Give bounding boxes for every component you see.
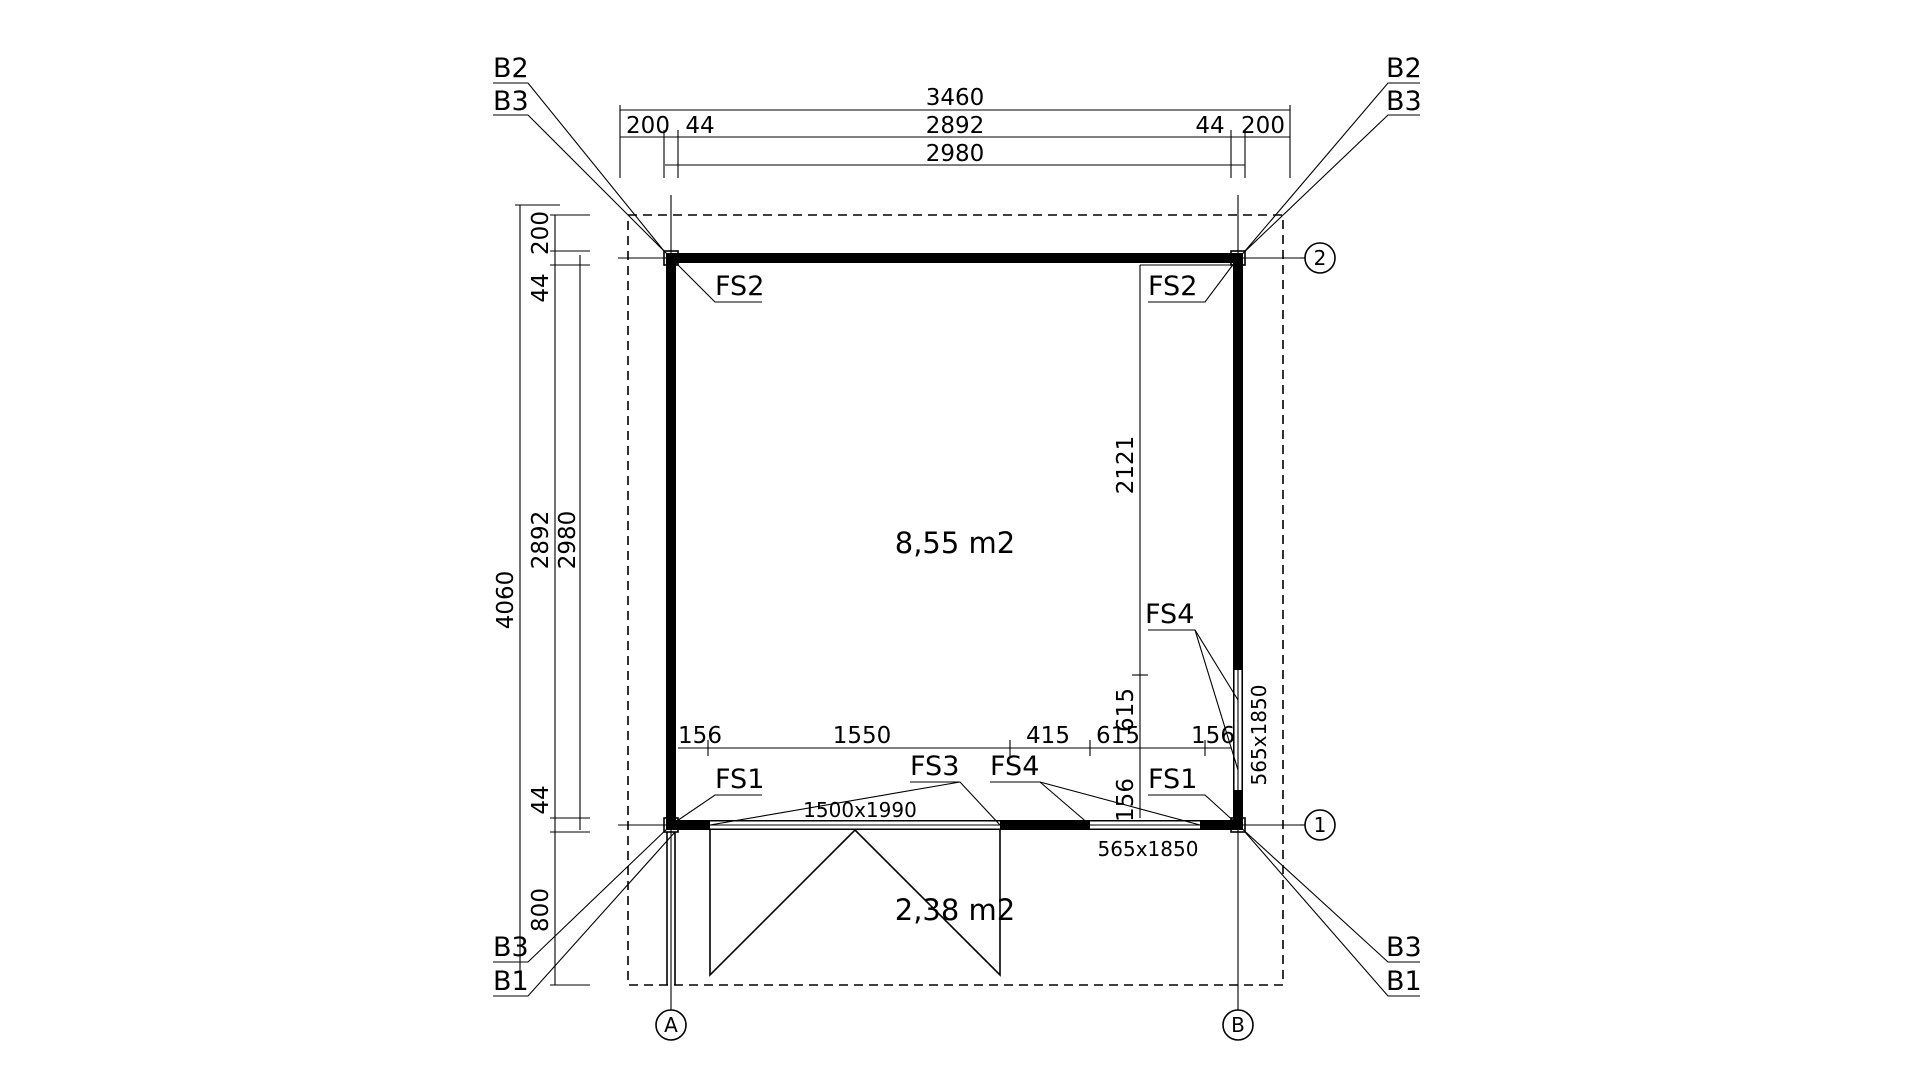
fs4-front-label: FS4: [990, 751, 1039, 782]
fs1-right-label: FS1: [1148, 764, 1197, 795]
dim-front-mid: 415: [1026, 723, 1070, 749]
dim-left-bottom-wall: 44: [528, 785, 554, 814]
area-terrace: 2,38 m2: [895, 893, 1016, 927]
b2-top-left-label: B2: [493, 53, 529, 84]
roof-outline: [627, 214, 1284, 986]
fs1-left-label: FS1: [715, 764, 764, 795]
dim-left-total: 4060: [493, 571, 519, 630]
b3-top-right-label: B3: [1386, 86, 1422, 117]
b1-bottom-right-label: B1: [1386, 966, 1422, 997]
grid-bubbles: [655, 242, 1336, 1041]
door-size-label: 1500x1990: [803, 798, 917, 822]
dim-top-right-overhang: 200: [1241, 113, 1285, 139]
fs3-label: FS3: [910, 751, 959, 782]
b3-bottom-left-label: B3: [493, 932, 529, 963]
dim-top-inner: 2892: [926, 113, 985, 139]
inner-dimension-lines: [678, 264, 1231, 818]
dim-front-right-gap: 156: [1191, 723, 1235, 749]
b2-top-right-label: B2: [1386, 53, 1422, 84]
left-dimension-lines: [515, 204, 590, 986]
dim-front-door: 1550: [833, 723, 892, 749]
dim-top-left-overhang: 200: [626, 113, 670, 139]
b3-bottom-right-label: B3: [1386, 932, 1422, 963]
grid-axis-a: A: [664, 1013, 678, 1037]
fs4-side-label: FS4: [1145, 599, 1194, 630]
b3-top-left-label: B3: [493, 86, 529, 117]
grid-axis-1: 1: [1314, 813, 1327, 837]
terrace-post: [666, 832, 676, 985]
dim-front-left-gap: 156: [678, 723, 722, 749]
dim-left-top-overhang: 200: [528, 211, 554, 255]
grid-axis-b: B: [1231, 1013, 1245, 1037]
grid-axis-2: 2: [1314, 246, 1327, 270]
dim-front-window: 615: [1096, 723, 1140, 749]
dim-left-terrace: 800: [528, 888, 554, 932]
dim-top-axis: 2980: [926, 141, 985, 167]
dim-left-inner: 2892: [528, 511, 554, 570]
fs-leader-lines: [670, 257, 1239, 826]
grid-lines: [618, 195, 1300, 1010]
dim-right-lower-gap: 156: [1113, 778, 1139, 822]
dim-inner-right-lower: 615: [1113, 688, 1139, 732]
dim-inner-right-height: 2121: [1113, 436, 1139, 495]
front-window-size-label: 565x1850: [1098, 837, 1199, 861]
top-dimension-lines: [619, 105, 1291, 178]
b1-bottom-left-label: B1: [493, 966, 529, 997]
side-window-size-label: 565x1850: [1247, 685, 1271, 786]
dim-top-right-wall: 44: [1195, 113, 1224, 139]
area-main-room: 8,55 m2: [895, 526, 1016, 560]
dim-top-total: 3460: [926, 85, 985, 111]
fs2-right-label: FS2: [1148, 271, 1197, 302]
dim-left-axis: 2980: [555, 511, 581, 570]
dim-left-top-wall: 44: [528, 273, 554, 302]
b-leader-lines: [493, 82, 1420, 997]
dim-top-left-wall: 44: [685, 113, 714, 139]
terrace-triangles: [709, 828, 1001, 977]
fs2-left-label: FS2: [715, 271, 764, 302]
